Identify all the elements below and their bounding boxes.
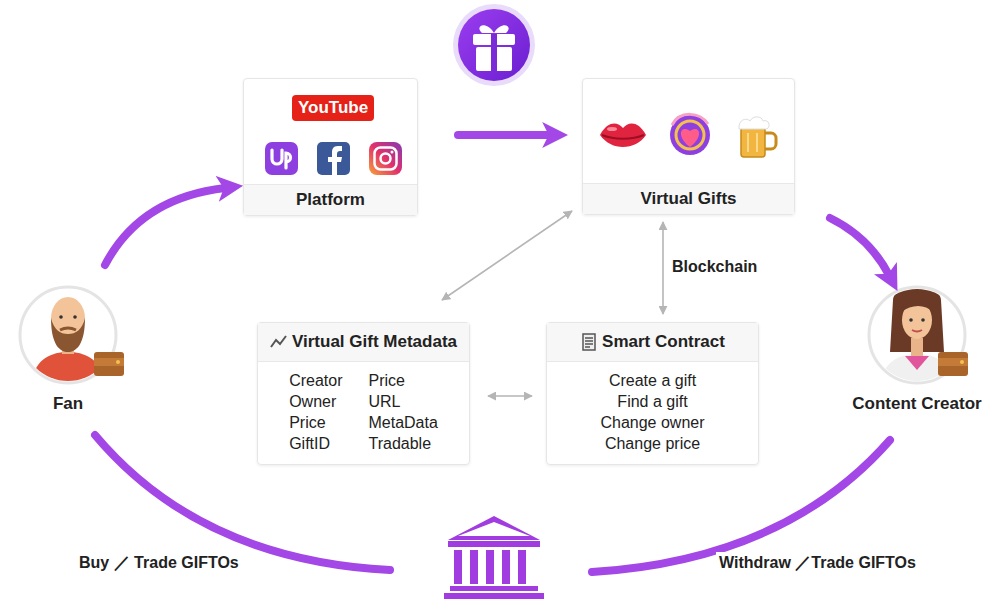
field-name: Creator <box>289 370 342 391</box>
link-arrow <box>488 395 532 397</box>
field-name: Price <box>289 412 342 433</box>
doc-icon <box>580 333 598 351</box>
box-title: Smart Contract <box>602 332 725 352</box>
flow-label: Withdraw ／Trade GIFTOs <box>716 552 919 575</box>
field-name: URL <box>368 391 437 412</box>
contract-box: Smart ContractCreate a giftFind a giftCh… <box>546 322 759 465</box>
creator-avatar <box>869 287 968 390</box>
box-title: Virtual Gift Metadata <box>292 332 457 352</box>
gift-badge <box>453 4 535 86</box>
metadata-box: Virtual Gift MetadataCreatorOwnerPriceGi… <box>257 322 470 465</box>
edge-label: Blockchain <box>669 257 760 277</box>
box-header: Smart Contract <box>547 323 758 362</box>
person-node: Fan <box>20 287 116 414</box>
box-body: CreatorOwnerPriceGiftIDPriceURLMetaDataT… <box>258 362 469 464</box>
link-arrow <box>442 211 572 300</box>
flow-label: Buy ／ Trade GIFTOs <box>76 552 242 575</box>
platform-box: Virtual Gifts <box>582 78 795 215</box>
field-name: Change price <box>565 433 740 454</box>
fan-avatar <box>20 287 124 390</box>
flow-arrow <box>830 218 889 275</box>
field-name: Create a gift <box>565 370 740 391</box>
field-name: Price <box>368 370 437 391</box>
person-name: Content Creator <box>850 394 983 414</box>
link-arrow <box>662 222 664 314</box>
field-name: Change owner <box>565 412 740 433</box>
gift-icons <box>600 114 776 157</box>
person-node: Content Creator <box>844 287 990 414</box>
logo-text: YouTube <box>292 95 374 121</box>
flow-arrow <box>458 131 550 139</box>
field-name: Tradable <box>368 433 437 454</box>
field-name: Find a gift <box>565 391 740 412</box>
box-header: Virtual Gift Metadata <box>258 323 469 362</box>
box-spacer <box>583 79 794 183</box>
box-title: Virtual Gifts <box>583 183 794 214</box>
person-name: Fan <box>51 394 85 414</box>
box-title: Platform <box>244 184 417 215</box>
field-name: GiftID <box>289 433 342 454</box>
platform-icons <box>265 142 402 175</box>
field-name: MetaData <box>368 412 437 433</box>
flow-arrow <box>105 188 225 265</box>
field-name: Owner <box>289 391 342 412</box>
chart-icon <box>270 333 288 351</box>
bank-icon <box>444 516 544 599</box>
box-body: Create a giftFind a giftChange ownerChan… <box>547 362 758 464</box>
